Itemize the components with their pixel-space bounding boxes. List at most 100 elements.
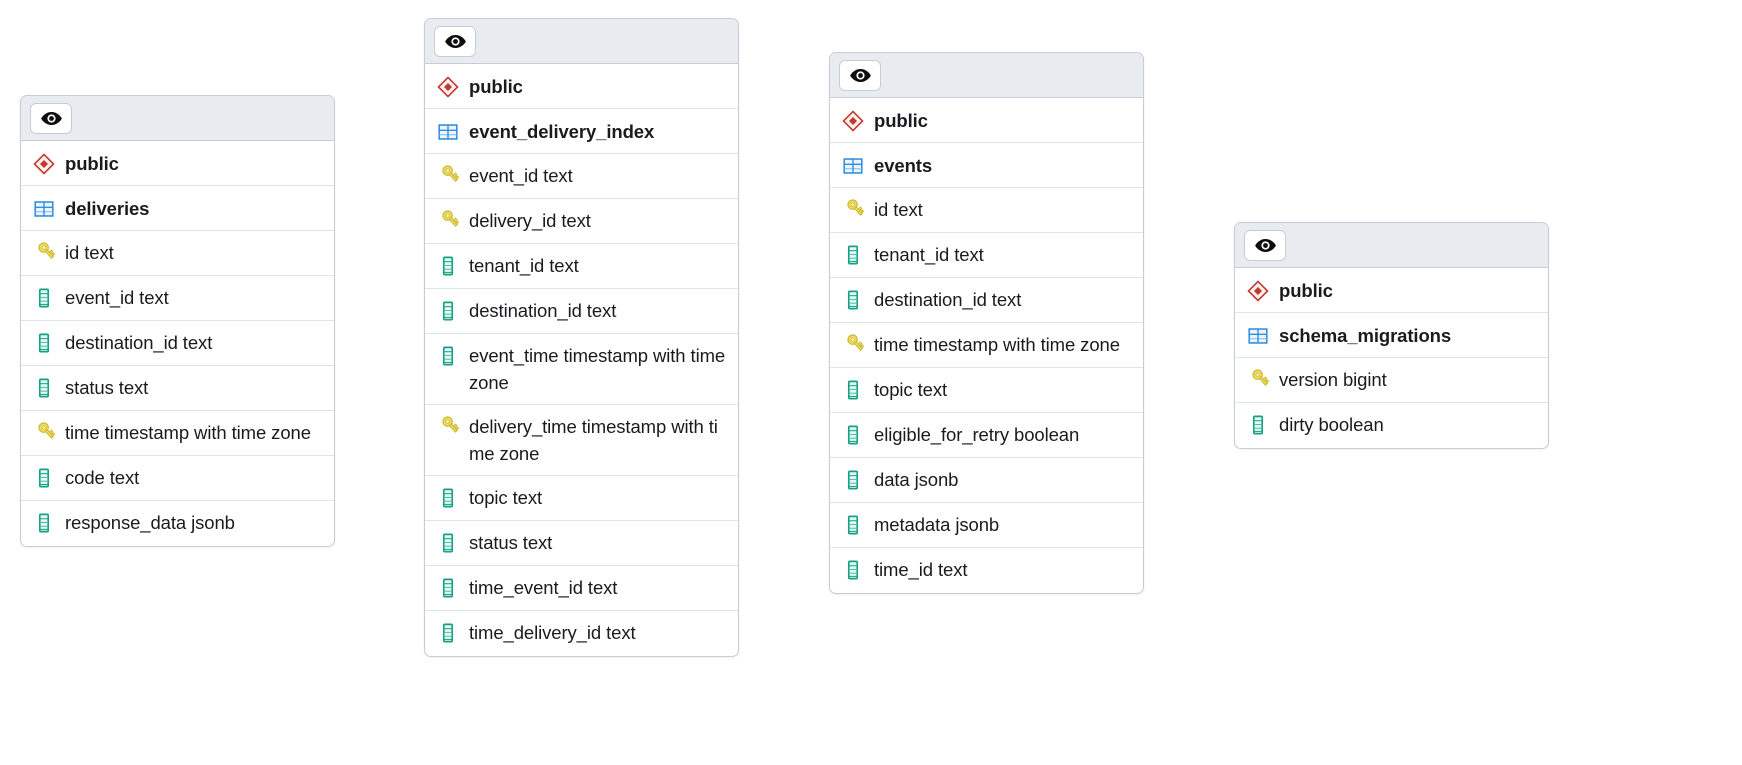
row-label: destination_id text <box>469 300 617 321</box>
row-label: destination_id text <box>874 289 1022 310</box>
table-name-row[interactable]: event_delivery_index <box>425 109 738 154</box>
column-row[interactable]: tenant_id text <box>425 244 738 289</box>
table-card-event_delivery_index[interactable]: public event_delivery_index event_id text d… <box>424 18 739 657</box>
column-icon <box>33 465 55 491</box>
table-grid-icon <box>842 153 864 179</box>
column-icon <box>842 557 864 583</box>
table-header-deliveries <box>21 96 334 141</box>
eye-icon[interactable] <box>30 102 72 134</box>
column-row[interactable]: time_delivery_id text <box>425 611 738 656</box>
schema-row[interactable]: public <box>21 141 334 186</box>
column-row[interactable]: tenant_id text <box>830 233 1143 278</box>
column-row[interactable]: metadata jsonb <box>830 503 1143 548</box>
column-icon <box>437 343 459 369</box>
row-label: time_delivery_id text <box>469 622 636 643</box>
eye-icon[interactable] <box>434 25 476 57</box>
row-label: event_id text <box>469 165 573 186</box>
column-icon <box>1247 412 1269 438</box>
column-icon <box>437 485 459 511</box>
row-label: event_id text <box>65 287 169 308</box>
primary-key-icon <box>33 420 55 446</box>
column-icon <box>437 530 459 556</box>
table-name-row[interactable]: schema_migrations <box>1235 313 1548 358</box>
column-row[interactable]: topic text <box>425 476 738 521</box>
table-grid-icon <box>1247 323 1269 349</box>
eye-icon[interactable] <box>1244 229 1286 261</box>
column-icon <box>33 375 55 401</box>
table-card-events[interactable]: public events id text tenant_id text destina… <box>829 52 1144 594</box>
schema-row[interactable]: public <box>1235 268 1548 313</box>
column-row[interactable]: id text <box>830 188 1143 233</box>
column-row[interactable]: dirty boolean <box>1235 403 1548 448</box>
row-label: time timestamp with time zone <box>65 422 311 443</box>
row-label: event_delivery_index <box>469 120 655 142</box>
table-header-schema_migrations <box>1235 223 1548 268</box>
column-row[interactable]: time timestamp with time zone <box>830 323 1143 368</box>
row-label: version bigint <box>1279 369 1387 390</box>
column-row[interactable]: eligible_for_retry boolean <box>830 413 1143 458</box>
column-icon <box>33 510 55 536</box>
column-icon <box>842 467 864 493</box>
column-icon <box>33 285 55 311</box>
column-icon <box>842 422 864 448</box>
row-label: time timestamp with time zone <box>874 334 1120 355</box>
row-label: response_data jsonb <box>65 512 235 533</box>
row-label: time_event_id text <box>469 577 618 598</box>
row-label: status text <box>469 532 553 553</box>
row-label: dirty boolean <box>1279 414 1384 435</box>
primary-key-icon <box>842 197 864 223</box>
column-row[interactable]: destination_id text <box>425 289 738 334</box>
row-label: topic text <box>469 487 543 508</box>
column-row[interactable]: id text <box>21 231 334 276</box>
row-label: event_time timestamp with time zone <box>469 345 726 393</box>
column-row[interactable]: time timestamp with time zone <box>21 411 334 456</box>
row-label: delivery_id text <box>469 210 591 231</box>
table-name-row[interactable]: events <box>830 143 1143 188</box>
column-icon <box>437 575 459 601</box>
column-row[interactable]: time_id text <box>830 548 1143 593</box>
column-icon <box>33 330 55 356</box>
row-label: tenant_id text <box>469 255 579 276</box>
primary-key-icon <box>33 240 55 266</box>
row-label: public <box>874 109 928 131</box>
schema-diamond-icon <box>33 151 55 177</box>
column-row[interactable]: event_id text <box>425 154 738 199</box>
primary-key-icon <box>437 163 459 189</box>
schema-row[interactable]: public <box>830 98 1143 143</box>
row-label: tenant_id text <box>874 244 984 265</box>
column-icon <box>842 287 864 313</box>
column-row[interactable]: time_event_id text <box>425 566 738 611</box>
row-label: id text <box>874 199 923 220</box>
row-label: code text <box>65 467 140 488</box>
schema-diamond-icon <box>437 74 459 100</box>
column-row[interactable]: event_id text <box>21 276 334 321</box>
table-header-event_delivery_index <box>425 19 738 64</box>
column-row[interactable]: topic text <box>830 368 1143 413</box>
column-row[interactable]: status text <box>21 366 334 411</box>
table-grid-icon <box>437 119 459 145</box>
column-icon <box>437 253 459 279</box>
row-label: public <box>65 152 119 174</box>
row-label: events <box>874 154 933 176</box>
eye-icon[interactable] <box>839 59 881 91</box>
primary-key-icon <box>842 332 864 358</box>
column-row[interactable]: destination_id text <box>830 278 1143 323</box>
column-row[interactable]: version bigint <box>1235 358 1548 403</box>
column-row[interactable]: delivery_time timestamp with time zone <box>425 405 738 476</box>
table-name-row[interactable]: deliveries <box>21 186 334 231</box>
column-row[interactable]: code text <box>21 456 334 501</box>
schema-row[interactable]: public <box>425 64 738 109</box>
column-row[interactable]: event_time timestamp with time zone <box>425 334 738 405</box>
column-row[interactable]: response_data jsonb <box>21 501 334 546</box>
column-row[interactable]: data jsonb <box>830 458 1143 503</box>
row-label: public <box>469 75 523 97</box>
column-icon <box>437 620 459 646</box>
table-header-events <box>830 53 1143 98</box>
column-row[interactable]: status text <box>425 521 738 566</box>
column-row[interactable]: delivery_id text <box>425 199 738 244</box>
row-label: metadata jsonb <box>874 514 1000 535</box>
column-row[interactable]: destination_id text <box>21 321 334 366</box>
